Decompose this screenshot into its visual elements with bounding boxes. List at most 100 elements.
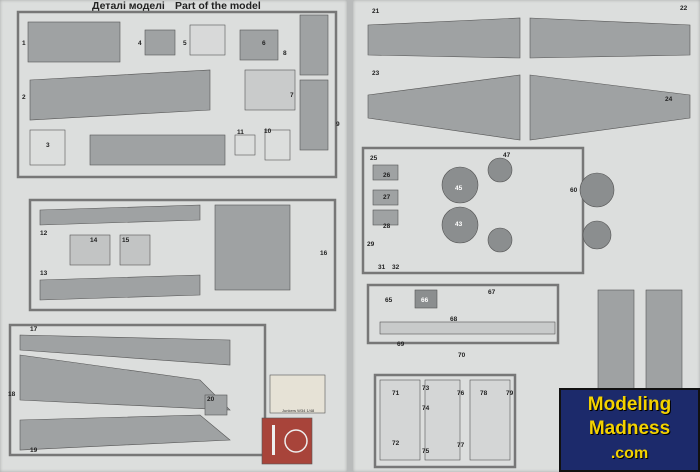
part-label: 17	[30, 326, 38, 333]
part-label: 28	[383, 223, 391, 230]
part-label: 73	[422, 385, 430, 392]
part-label: 24	[665, 96, 673, 103]
part-label: 74	[422, 405, 430, 412]
part-71	[379, 379, 421, 461]
part-label: 78	[480, 390, 488, 397]
part-43	[441, 206, 479, 244]
part-78	[469, 379, 511, 461]
part-label: 12	[40, 230, 48, 237]
part-22	[529, 17, 691, 59]
part-label: 75	[422, 448, 430, 455]
title-english: Part of the model	[175, 0, 261, 12]
decal-sheet	[269, 374, 326, 414]
part-14	[69, 234, 111, 266]
logo-line-3: .com	[610, 445, 649, 462]
part-6b	[299, 14, 329, 76]
part-26	[372, 164, 399, 181]
part-24	[529, 74, 691, 141]
part-9	[299, 79, 329, 151]
part-label: 45	[455, 185, 463, 192]
part-label: 43	[455, 221, 463, 228]
modelingmadness-logo: Modeling Madness .com	[559, 388, 700, 472]
part-27	[372, 189, 399, 206]
part-21	[367, 17, 521, 59]
part-28	[372, 209, 399, 226]
part-label: 5	[183, 40, 187, 47]
part-11	[234, 134, 256, 156]
part-20	[204, 394, 228, 416]
part-23	[367, 74, 521, 141]
logo-line-1: Modeling	[587, 394, 672, 415]
part-label: 67	[488, 289, 496, 296]
part-73	[424, 379, 461, 461]
part-label: 21	[372, 8, 380, 15]
photo-etch-fret	[261, 417, 313, 465]
part-label: 29	[367, 241, 375, 248]
part-label: 11	[237, 129, 244, 136]
part-label: 10	[264, 128, 272, 135]
part-label: 9	[336, 121, 340, 128]
part-label: 47	[503, 152, 511, 159]
part-label: 1	[22, 40, 26, 47]
part-label: 3	[46, 142, 50, 149]
part-label: 7	[290, 92, 294, 99]
part-45	[441, 166, 479, 204]
part-label: 72	[392, 440, 400, 447]
part-label: 27	[383, 194, 391, 201]
part-label: 26	[383, 172, 391, 179]
part-3	[29, 129, 66, 166]
part-label: 71	[392, 390, 400, 397]
page-gutter	[347, 0, 353, 472]
part-17	[19, 334, 231, 366]
part-label: 16	[320, 250, 328, 257]
part-label: 22	[680, 5, 688, 12]
part-label: 32	[392, 264, 400, 271]
part-label: 18	[8, 391, 16, 398]
part-13a	[39, 274, 201, 301]
part-18	[19, 354, 231, 411]
part-label: 79	[506, 390, 514, 397]
part-7	[244, 69, 296, 111]
part-6	[239, 29, 279, 61]
part-8	[89, 134, 226, 166]
part-label: 69	[397, 341, 405, 348]
part-10	[264, 129, 291, 161]
part-label: 19	[30, 447, 38, 454]
part-label: 8	[283, 50, 287, 57]
part-4	[144, 29, 176, 56]
part-label: 23	[372, 70, 380, 77]
part-68	[379, 321, 556, 335]
part-1	[27, 21, 121, 63]
part-47	[487, 157, 513, 183]
part-60	[579, 172, 615, 208]
part-15	[119, 234, 151, 266]
title-ukrainian: Деталі моделі	[92, 0, 165, 12]
part-label: 25	[370, 155, 378, 162]
part-label: 2	[22, 94, 26, 101]
part-label: 14	[90, 237, 98, 244]
part-label: 20	[207, 396, 215, 403]
part-label: 60	[570, 187, 578, 194]
part-12a	[39, 204, 201, 226]
part-label: 4	[138, 40, 142, 47]
part-19	[19, 414, 231, 451]
part-label: 31	[378, 264, 386, 271]
decal-caption: Junkers W34 1/48	[282, 408, 315, 413]
part-label: 76	[457, 390, 465, 397]
part-2	[29, 69, 211, 121]
part-66	[414, 289, 438, 309]
part-label: 70	[458, 352, 466, 359]
part-label: 77	[457, 442, 465, 449]
part-label: 65	[385, 297, 393, 304]
part-label: 66	[421, 297, 429, 304]
part-62	[582, 220, 612, 250]
part-label: 13	[40, 270, 48, 277]
part-49	[487, 227, 513, 253]
part-16	[214, 204, 291, 291]
logo-line-2: Madness	[588, 418, 671, 439]
part-label: 15	[122, 237, 130, 244]
part-5	[189, 24, 226, 56]
part-label: 68	[450, 316, 458, 323]
part-label: 6	[262, 40, 266, 47]
